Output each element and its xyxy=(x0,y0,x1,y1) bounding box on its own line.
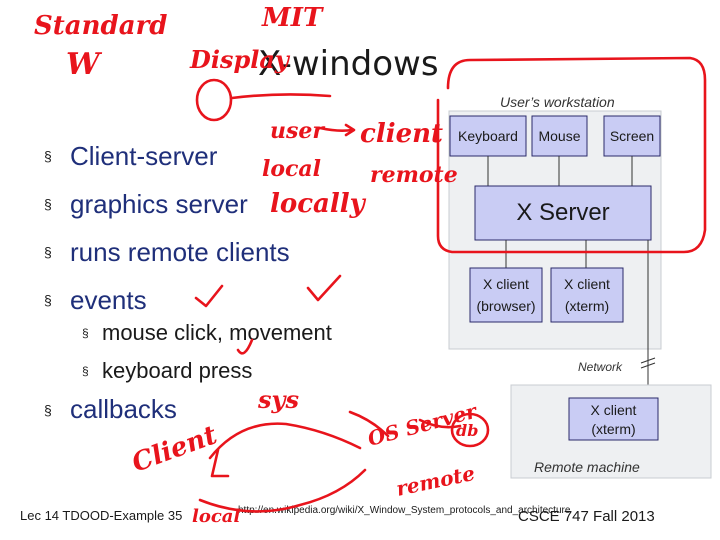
bullet-text: Client-server xyxy=(70,140,218,171)
remote-client-box xyxy=(568,397,659,441)
remote-client-line1: X client xyxy=(590,402,637,418)
bullet-item: § graphics server xyxy=(44,180,290,228)
client1-line1: X client xyxy=(483,276,529,292)
bullet-marker: § xyxy=(44,148,52,164)
client2-line2: (xterm) xyxy=(564,298,610,314)
bullet-item: § runs remote clients xyxy=(44,228,290,276)
sub-bullet-list: § mouse click, movement § keyboard press xyxy=(82,314,332,390)
bullet-text: graphics server xyxy=(70,188,248,219)
sub-bullet-item: § keyboard press xyxy=(82,352,332,390)
sub-bullet-marker: § xyxy=(82,326,89,340)
client1-line2: (browser) xyxy=(476,298,536,314)
bullet-marker: § xyxy=(44,292,52,308)
screen-label: Screen xyxy=(609,128,655,144)
footer-url[interactable]: http://en.wikipedia.org/wiki/X_Window_Sy… xyxy=(238,505,571,516)
remote-machine-label: Remote machine xyxy=(534,459,640,475)
client-browser-box xyxy=(469,267,543,323)
bullet-marker: § xyxy=(44,401,52,418)
mouse-label: Mouse xyxy=(538,128,581,144)
sub-bullet-text: mouse click, movement xyxy=(102,320,332,345)
bullet-callbacks: § callbacks xyxy=(44,394,177,425)
network-break-2 xyxy=(640,362,656,369)
bullet-text: events xyxy=(70,284,147,315)
sub-bullet-item: § mouse click, movement xyxy=(82,314,332,352)
workstation-label: User’s workstation xyxy=(500,94,615,110)
xserver-label: X Server xyxy=(516,199,610,226)
client-xterm-box xyxy=(550,267,624,323)
slide-title: X-windows xyxy=(258,44,439,84)
footer-course: CSCE 747 Fall 2013 xyxy=(518,508,655,525)
bullet-list: § Client-server § graphics server § runs re… xyxy=(44,132,290,324)
keyboard-label: Keyboard xyxy=(458,128,518,144)
client2-line1: X client xyxy=(564,276,610,292)
bullet-text: runs remote clients xyxy=(70,236,290,267)
bullet-item: § Client-server xyxy=(44,132,290,180)
bullet-text: callbacks xyxy=(70,394,177,424)
footer-lecture: Lec 14 TDOOD-Example 35 xyxy=(20,508,183,523)
bullet-marker: § xyxy=(44,196,52,212)
remote-client-line2: (xterm) xyxy=(591,421,636,437)
sub-bullet-marker: § xyxy=(82,364,89,378)
bullet-marker: § xyxy=(44,244,52,260)
bullet-item: § events xyxy=(44,276,290,324)
network-break-1 xyxy=(640,357,656,364)
network-label: Network xyxy=(578,360,623,374)
sub-bullet-text: keyboard press xyxy=(102,358,253,383)
